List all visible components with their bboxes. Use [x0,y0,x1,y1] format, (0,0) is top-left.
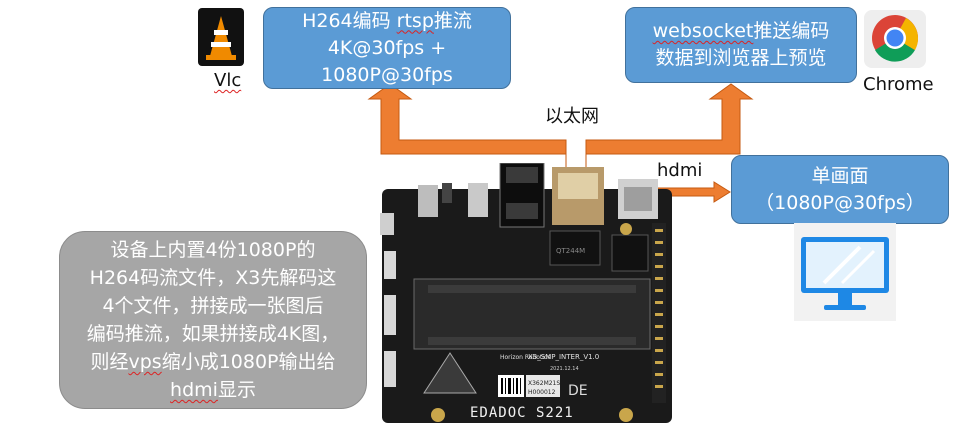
chrome-app[interactable] [864,10,926,68]
monitor-icon [794,223,896,321]
vlc-label: Vlc [214,70,242,91]
x3-dev-board: QT244M X362M21S H000012 [380,163,678,425]
desc-line3: 4个文件，拼接成一张图后 [102,295,324,317]
vlc-app[interactable] [198,8,248,68]
desc-line4: 编码推流，如果拼接成4K图， [86,323,340,345]
desc-line2: H264码流文件，X3先解码这 [89,267,337,289]
description-box: 设备上内置4份1080P的 H264码流文件，X3先解码这 4个文件，拼接成一张… [59,231,367,409]
ws-line1: websocket推送编码 [652,20,830,42]
rtsp-line3: 1080P@30fps [321,63,453,86]
ws-line2: 数据到浏览器上预览 [655,47,827,69]
svg-text:EDADOC S221: EDADOC S221 [470,405,574,421]
svg-text:QT244M: QT244M [556,247,585,255]
svg-text:Horizon Robotics: Horizon Robotics [500,354,550,361]
chrome-icon [872,15,919,62]
svg-text:2021.12.14: 2021.12.14 [550,366,579,372]
vlc-icon [198,8,244,66]
svg-text:X362M21S: X362M21S [528,380,560,387]
hdmi-box-line2: （1080P@30fps） [755,191,925,214]
ethernet-label: 以太网 [545,106,599,127]
svg-text:DE: DE [568,383,588,399]
rtsp-stream-box: H264编码 rtsp推流 4K@30fps + 1080P@30fps [263,7,511,89]
hdmi-box-line1: 单画面 [811,164,869,187]
chrome-label: Chrome [863,74,934,95]
desc-line5: 则经vps缩小成1080P输出给 [90,351,336,373]
hdmi-output-box: 单画面 （1080P@30fps） [731,155,949,224]
hdmi-label: hdmi [657,160,703,181]
rtsp-line2: 4K@30fps + [327,36,447,59]
desc-line1: 设备上内置4份1080P的 [110,239,316,261]
svg-text:H000012: H000012 [528,389,556,396]
rtsp-line1: H264编码 rtsp推流 [302,9,472,32]
websocket-box: websocket推送编码 数据到浏览器上预览 [625,7,857,83]
desc-line6: hdmi显示 [170,379,256,401]
svg-text:X3_SMP_INTER_V1.0: X3_SMP_INTER_V1.0 [528,353,599,361]
